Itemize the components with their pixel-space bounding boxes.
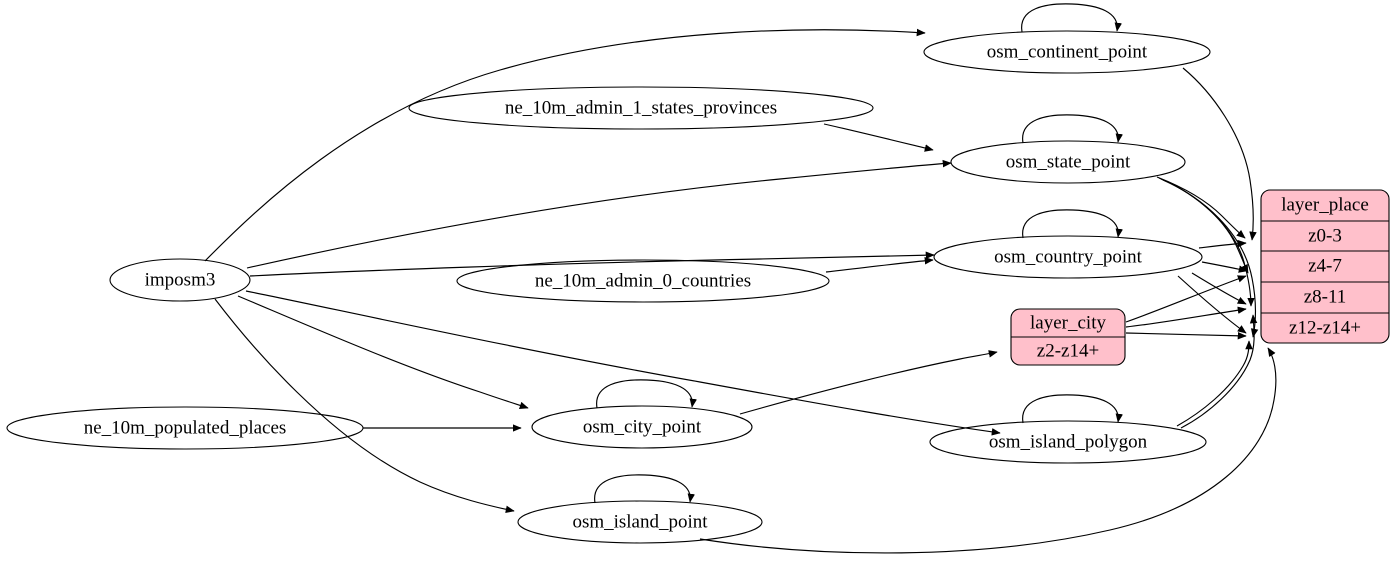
edge-layer-city-to-layer-place-z8-11	[1125, 306, 1247, 328]
edge-osm-continent-point-to-layer-place-z0-3	[1182, 67, 1257, 241]
node-osm-island-polygon[interactable]: osm_island_polygon	[929, 420, 1207, 464]
node-osm-city-point[interactable]: osm_city_point	[531, 405, 753, 449]
edge-self-loop-osm-city-point	[596, 379, 697, 409]
edge-self-loop-osm-country-point	[1022, 209, 1123, 239]
record-layer-city[interactable]: layer_city z2-z14+	[1010, 308, 1126, 366]
edge-osm-island-polygon-to-layer-place-z8-11	[1180, 314, 1258, 429]
edge-osm-island-polygon-to-layer-place-z12-z14	[1176, 340, 1253, 427]
edge-osm-state-point-to-layer-place-z0-3	[1156, 176, 1246, 239]
edge-layer-city-to-layer-place-z12-z14	[1125, 332, 1247, 340]
node-label-osm-island-point: osm_island_point	[572, 511, 708, 532]
edge-ne-countries-to-osm-country-point	[825, 257, 934, 273]
edge-osm-country-point-to-layer-place-z4-7	[1201, 261, 1248, 273]
edge-osm-island-point-to-layer-place-z12-z14	[699, 347, 1277, 554]
node-label-osm-city-point: osm_city_point	[583, 416, 702, 437]
node-label-osm-country-point: osm_country_point	[994, 246, 1142, 267]
edge-osm-country-point-to-layer-place-z0-3	[1198, 239, 1247, 249]
edge-imposm3-to-osm-state-point	[246, 159, 952, 269]
node-label-osm-island-polygon: osm_island_polygon	[989, 431, 1148, 452]
node-label-imposm3: imposm3	[145, 269, 216, 290]
record-title-layer-place: layer_place	[1281, 194, 1369, 215]
edge-ne-states-to-osm-state-point	[823, 123, 934, 152]
node-osm-island-point[interactable]: osm_island_point	[517, 500, 763, 544]
edge-imposm3-to-osm-island-point	[214, 298, 515, 513]
node-layer: imposm3 ne_10m_admin_1_states_provinces …	[6, 30, 1390, 544]
record-row-layer-place-z12-z14[interactable]: z12-z14+	[1289, 317, 1361, 338]
edge-self-loop-osm-state-point	[1022, 114, 1123, 144]
node-osm-country-point[interactable]: osm_country_point	[933, 235, 1203, 279]
record-row-layer-place-z0-3[interactable]: z0-3	[1308, 225, 1342, 246]
node-ne-10m-admin-0-countries[interactable]: ne_10m_admin_0_countries	[456, 259, 830, 303]
node-label-osm-continent-point: osm_continent_point	[987, 41, 1148, 62]
record-title-layer-city: layer_city	[1030, 312, 1106, 333]
node-label-osm-state-point: osm_state_point	[1006, 151, 1131, 172]
edge-osm-country-point-to-layer-place-z12-z14	[1177, 275, 1247, 334]
edge-self-loop-osm-continent-point	[1021, 3, 1122, 33]
edge-imposm3-to-osm-country-point	[249, 251, 935, 277]
edge-imposm3-to-osm-island-polygon	[245, 290, 1001, 436]
edge-layer-city-to-layer-place-z4-7	[1125, 275, 1247, 323]
node-imposm3[interactable]: imposm3	[109, 258, 251, 302]
edge-osm-city-point-to-layer-city-z2-z14	[739, 350, 998, 415]
edge-layer	[204, 3, 1277, 554]
edge-imposm3-to-osm-city-point	[237, 295, 529, 409]
edge-self-loop-osm-island-polygon	[1022, 394, 1123, 424]
node-osm-continent-point[interactable]: osm_continent_point	[923, 30, 1211, 74]
record-layer-place[interactable]: layer_place z0-3 z4-7 z8-11 z12-z14+	[1260, 189, 1390, 344]
edge-imposm3-to-osm-continent-point	[204, 28, 926, 262]
edge-self-loop-osm-island-point	[594, 474, 695, 504]
record-row-layer-place-z4-7[interactable]: z4-7	[1308, 255, 1342, 276]
record-row-layer-place-z8-11[interactable]: z8-11	[1304, 286, 1347, 307]
node-label-ne-10m-populated-places: ne_10m_populated_places	[84, 417, 287, 438]
edge-osm-state-point-to-layer-place-z4-7	[1158, 177, 1249, 274]
node-ne-10m-populated-places[interactable]: ne_10m_populated_places	[6, 406, 364, 450]
node-label-ne-10m-admin-0-countries: ne_10m_admin_0_countries	[535, 270, 751, 291]
node-ne-10m-admin-1-states-provinces[interactable]: ne_10m_admin_1_states_provinces	[408, 86, 874, 130]
node-osm-state-point[interactable]: osm_state_point	[950, 140, 1186, 184]
node-label-ne-10m-admin-1-states-provinces: ne_10m_admin_1_states_provinces	[505, 97, 777, 118]
edge-osm-country-point-to-layer-place-z8-11	[1191, 272, 1247, 305]
record-row-layer-city-z2-z14[interactable]: z2-z14+	[1037, 340, 1099, 361]
